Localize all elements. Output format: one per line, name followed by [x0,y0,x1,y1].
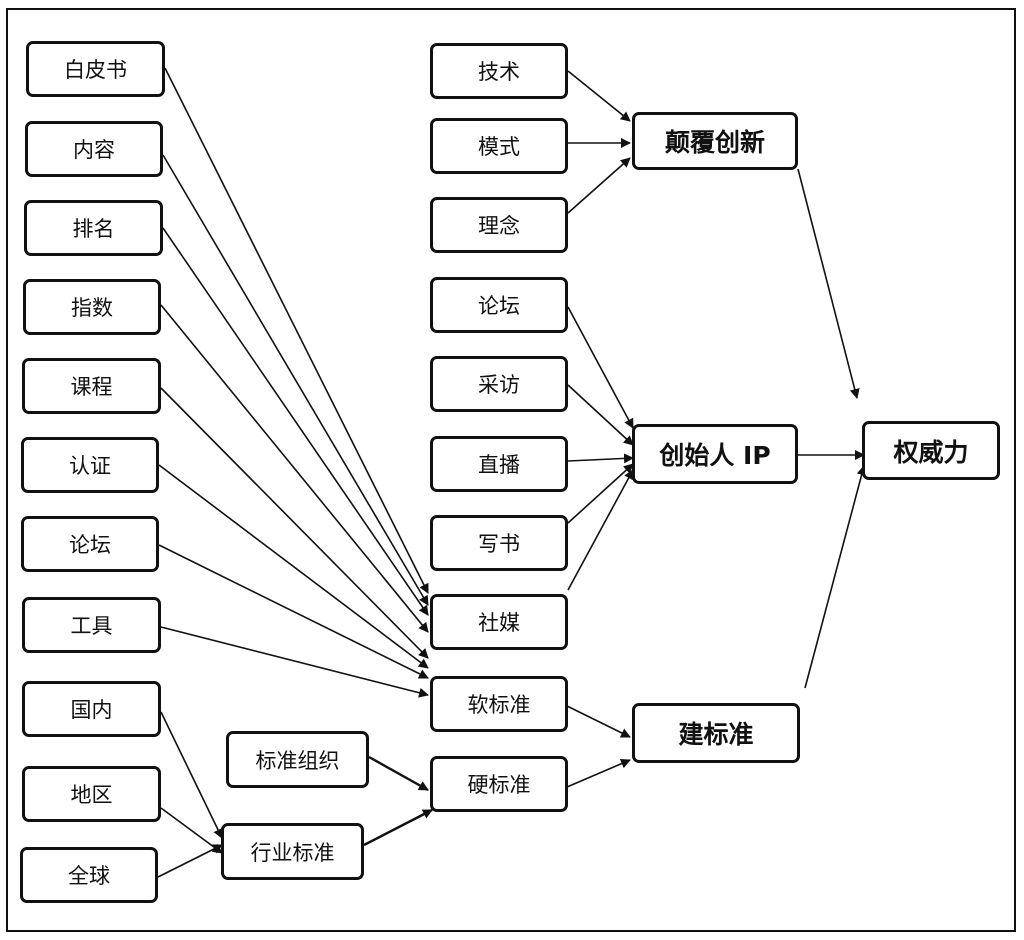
node-neirong: 内容 [25,121,163,177]
edge-quanqiu-to-hangye [157,844,223,878]
edge-neirong-to-shemei [162,154,429,606]
node-zhishu: 指数 [23,279,161,335]
edge-hangye-to-yingbiaozhun [363,808,433,847]
node-caifang: 采访 [430,356,568,412]
edge-shemei-to-ip [567,469,634,591]
edge-guonei-to-hangye [160,711,223,839]
node-hangye-biaozhun: 行业标准 [221,823,364,880]
node-xieshu: 写书 [430,515,568,571]
node-paiming: 排名 [24,200,163,256]
edge-zhibo-to-ip [567,453,634,464]
node-diqu: 地区 [22,766,161,822]
edge-dianfu-to-weiweili [797,168,860,399]
node-ying-biaozhun: 硬标准 [430,756,568,812]
edge-gongju-to-ruanbiaozhun [160,626,429,698]
node-gongju: 工具 [22,597,161,653]
node-guonei: 国内 [22,681,161,737]
edge-jishu-to-dianfu [567,70,631,122]
edge-xieshu-to-ip [567,463,634,524]
edge-diqu-to-hangye [160,807,223,854]
edge-ying-to-jian [566,758,631,788]
node-jishu: 技术 [430,43,568,99]
node-weiweili: 权威力 [862,421,1000,480]
edge-luntan-to-ruanbiaozhun [158,544,429,679]
node-shemei: 社媒 [430,594,568,650]
node-renzheng: 认证 [21,437,159,493]
node-linian: 理念 [430,197,568,253]
node-chuangshiren-ip: 创始人 IP [632,424,798,484]
node-ruan-biaozhun: 软标准 [430,676,568,732]
node-moshi: 模式 [430,118,568,174]
node-biaozhun-zuzhi: 标准组织 [226,731,369,788]
edge-caifang-to-ip [567,384,634,446]
edge-baipishu-to-shemei [164,67,429,594]
edge-kecheng-to-ruanbiaozhun [160,387,429,659]
node-quanqiu: 全球 [20,847,158,903]
node-kecheng: 课程 [22,358,161,414]
edge-zhishu-to-shemei [160,304,429,633]
edge-ruan-to-jian [566,705,631,738]
node-jian-biaozhun: 建标准 [632,703,800,763]
edge-paiming-to-shemei [162,227,429,616]
node-zhibo: 直播 [430,436,568,492]
node-luntan-left: 论坛 [21,516,159,572]
diagram-frame [6,8,1016,932]
edge-biaozhunzuzhi-to-yingbiaozhun [368,755,429,792]
node-baipishu: 白皮书 [26,41,165,97]
node-dianfu-chuangxin: 颠覆创新 [632,112,798,170]
edge-jian-to-weiweili [804,465,867,689]
edge-renzheng-to-ruanbiaozhun [158,464,429,669]
edge-luntanmid-to-ip [567,306,634,429]
edge-linian-to-dianfu [567,157,631,214]
node-luntan-mid: 论坛 [430,277,568,333]
